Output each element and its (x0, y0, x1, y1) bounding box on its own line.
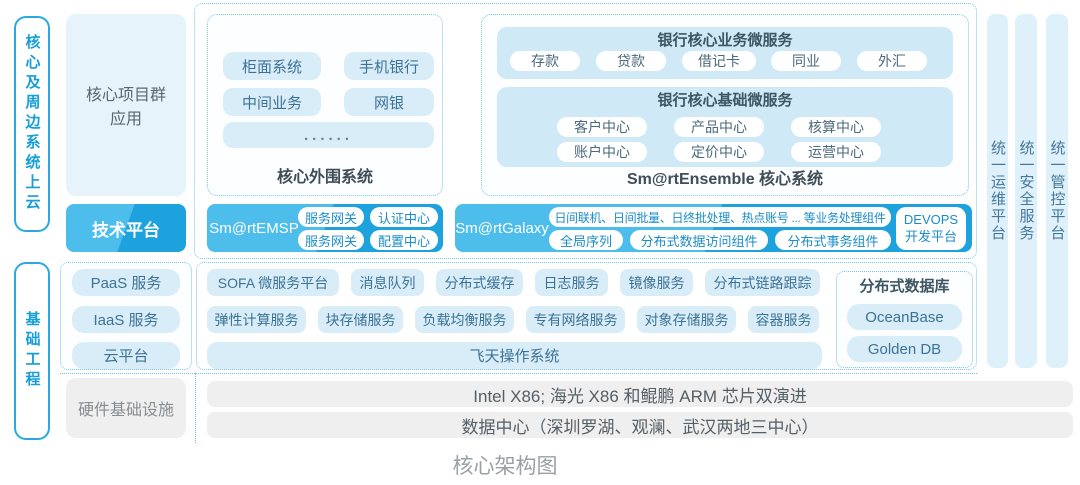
emsp-label: Sm@rtEMSP (209, 219, 299, 237)
iaas-service: 容器服务 (748, 306, 819, 333)
base-item: 核算中心 (791, 117, 881, 137)
business-microservices-title: 银行核心业务微服务 (657, 31, 793, 49)
periph-item: 网银 (344, 88, 434, 116)
unified-ops-platform-bar: 统一运维平台 (987, 14, 1008, 368)
side-label-core-cloud: 核心及周边系统上云 (14, 16, 50, 232)
cloud-services-group (196, 262, 977, 370)
periph-item: 中间业务 (223, 88, 321, 116)
side-label-core-cloud-text: 核心及周边系统上云 (23, 34, 41, 214)
apsara-os-bar: 飞天操作系统 (207, 342, 822, 369)
paas-service: 分布式链路跟踪 (705, 269, 820, 296)
iaas-label: IaaS 服务 (72, 306, 180, 333)
business-item: 借记卡 (682, 51, 756, 71)
iaas-service: 专有网络服务 (526, 306, 625, 333)
tech-platform-box: 技术平台 (66, 204, 186, 252)
iaas-service: 对象存储服务 (637, 306, 736, 333)
paas-service: 分布式缓存 (436, 269, 523, 296)
core-project-apps-box: 核心项目群 应用 (66, 14, 186, 196)
periph-item: 手机银行 (344, 52, 434, 80)
business-item: 贷款 (596, 51, 666, 71)
side-label-infrastructure: 基础工程 (14, 262, 50, 440)
business-item: 同业 (771, 51, 841, 71)
side-label-infrastructure-text: 基础工程 (23, 311, 41, 391)
top-section-container (194, 3, 977, 259)
unified-control-platform-text: 统一管控平台 (1048, 140, 1066, 242)
unified-ops-platform-text: 统一运维平台 (989, 140, 1006, 242)
paas-service: 日志服务 (535, 269, 608, 296)
unified-control-platform-bar: 统一管控平台 (1046, 14, 1068, 368)
iaas-service: 块存储服务 (318, 306, 403, 333)
business-item: 存款 (510, 51, 580, 71)
unified-security-service-text: 统一安全服务 (1017, 140, 1035, 242)
unified-security-service-bar: 统一安全服务 (1015, 14, 1037, 368)
base-item: 定价中心 (674, 142, 764, 162)
db-item: OceanBase (847, 304, 962, 330)
business-item: 外汇 (857, 51, 927, 71)
core-project-apps-line2: 应用 (109, 111, 142, 128)
galaxy-item: 分布式数据访问组件 (630, 230, 768, 250)
emsp-item: 配置中心 (370, 230, 438, 250)
galaxy-wide-item: 日间联机、日间批量、日终批处理、热点账号 ... 等业务处理组件 (549, 207, 891, 227)
paas-service: SOFA 微服务平台 (207, 269, 339, 296)
cloud-platform-label: 云平台 (72, 342, 180, 369)
base-item: 运营中心 (791, 142, 881, 162)
db-item: Golden DB (847, 336, 962, 362)
iaas-service: 弹性计算服务 (207, 306, 306, 333)
bottom-band-vertical-divider (195, 373, 196, 443)
hardware-chips-bar: Intel X86; 海光 X86 和鲲鹏 ARM 芯片双演进 (207, 381, 1073, 407)
emsp-item: 认证中心 (370, 207, 438, 227)
emsp-item: 服务网关 (298, 207, 364, 227)
paas-service: 消息队列 (351, 269, 424, 296)
galaxy-item: 分布式事务组件 (775, 230, 891, 250)
core-project-apps-line1: 核心项目群 (85, 87, 166, 104)
hardware-datacenter-bar: 数据中心（深圳罗湖、观澜、武汉两地三中心） (207, 412, 1073, 438)
devops-platform-pill: DEVOPS 开发平台 (896, 207, 966, 250)
diagram-title: 核心架构图 (452, 455, 558, 478)
emsp-item: 服务网关 (298, 230, 364, 250)
distributed-db-title: 分布式数据库 (859, 277, 950, 295)
bottom-band-divider (60, 373, 977, 374)
hardware-infra-label: 硬件基础设施 (66, 378, 186, 438)
base-microservices-title: 银行核心基础微服务 (657, 91, 793, 109)
ensemble-group-label: Sm@rtEnsemble 核心系统 (626, 171, 824, 188)
paas-service: 镜像服务 (620, 269, 693, 296)
base-item: 账户中心 (557, 142, 647, 162)
periph-more-dots: ...... (223, 122, 434, 148)
periph-item: 柜面系统 (223, 52, 321, 80)
galaxy-item: 全局序列 (549, 230, 623, 250)
iaas-service: 负载均衡服务 (415, 306, 514, 333)
galaxy-label: Sm@rtGalaxy (455, 219, 549, 237)
base-item: 客户中心 (557, 117, 647, 137)
base-item: 产品中心 (674, 117, 764, 137)
paas-label: PaaS 服务 (72, 269, 180, 296)
periph-group-label: 核心外围系统 (276, 169, 373, 186)
